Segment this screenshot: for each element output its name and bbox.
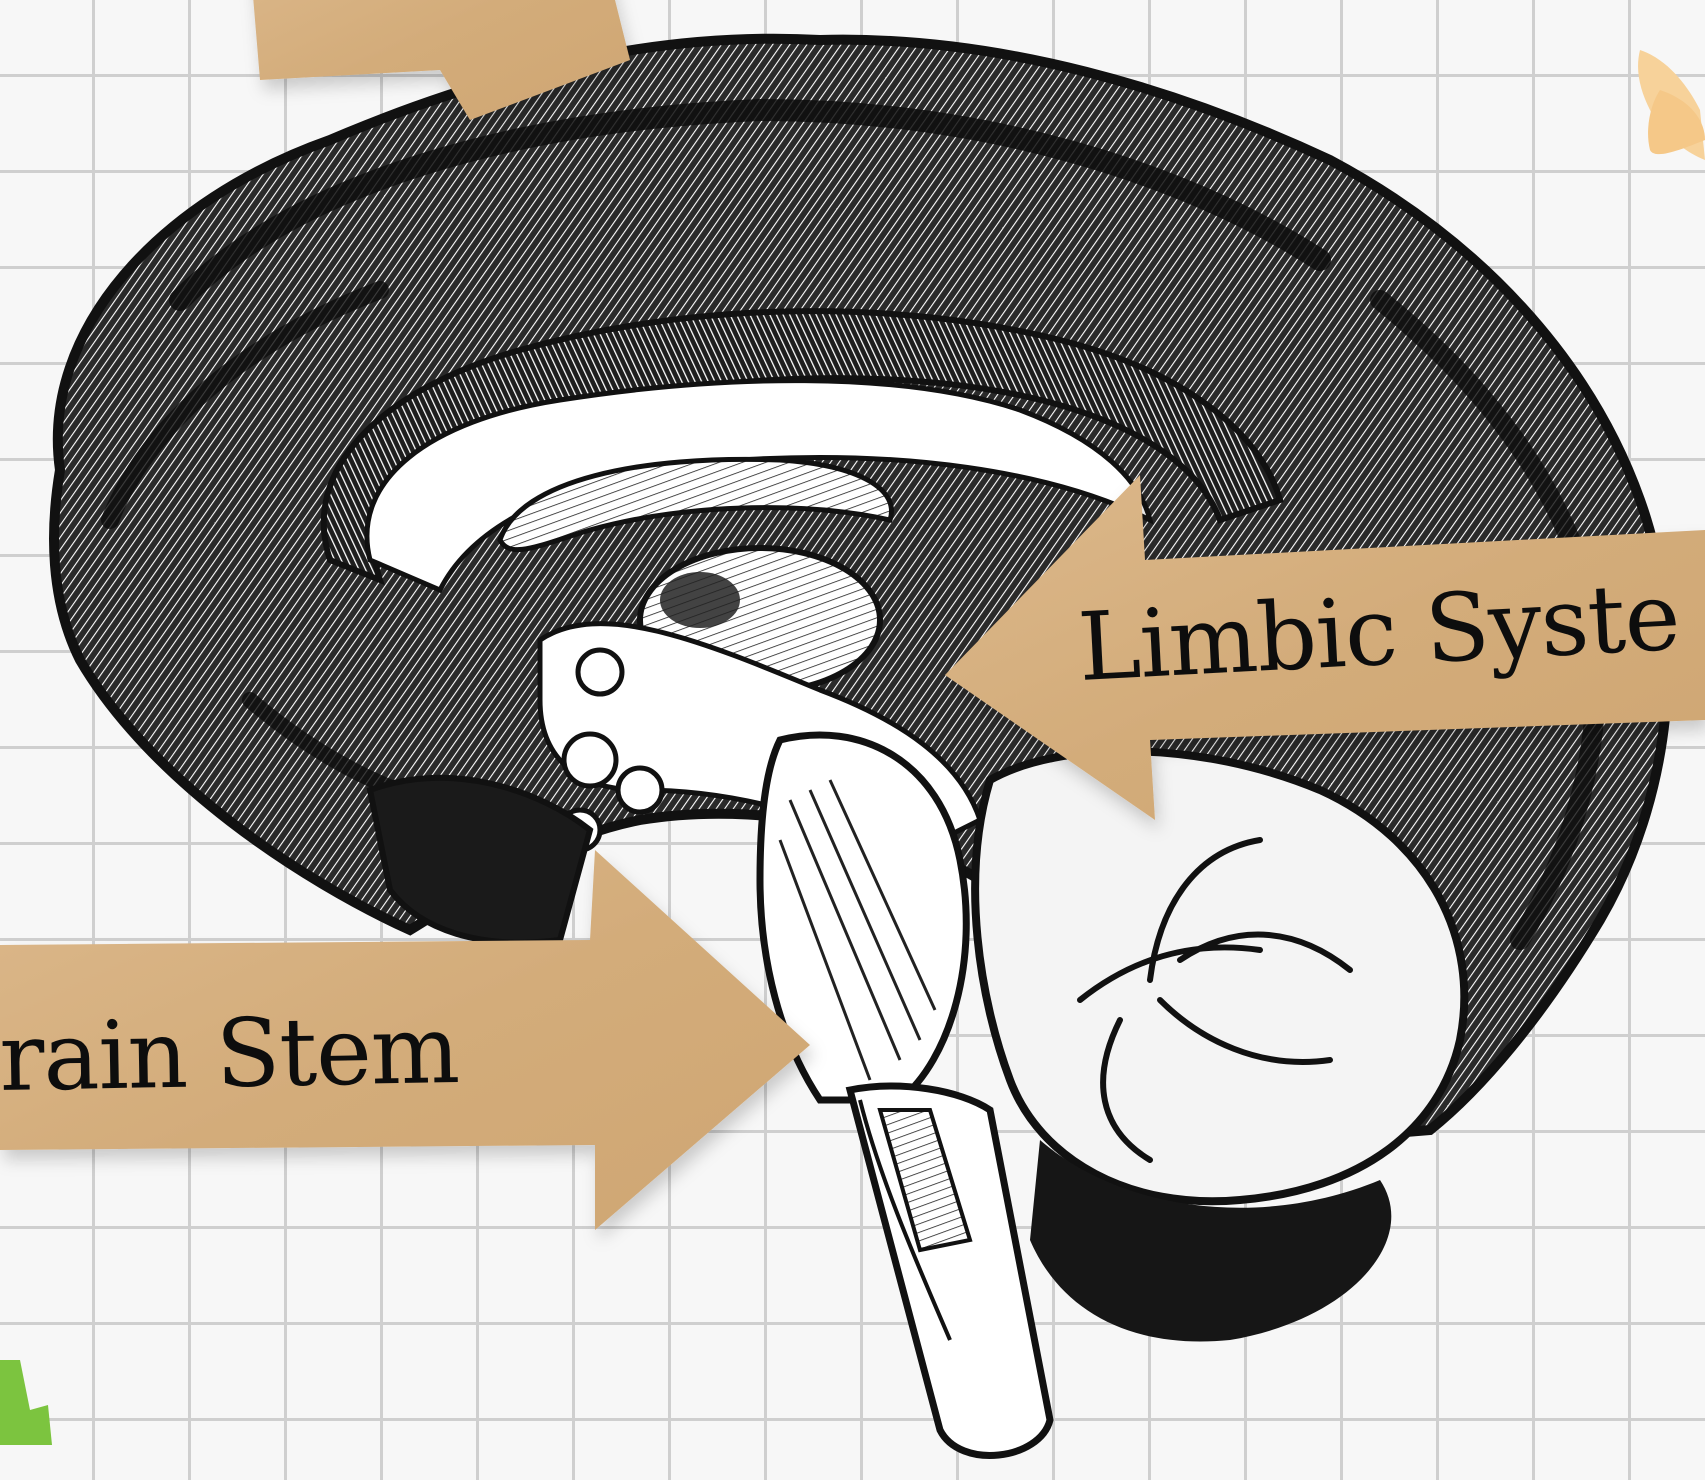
green-arrow-icon <box>0 1360 52 1445</box>
orange-leaf-icon <box>1638 50 1705 160</box>
